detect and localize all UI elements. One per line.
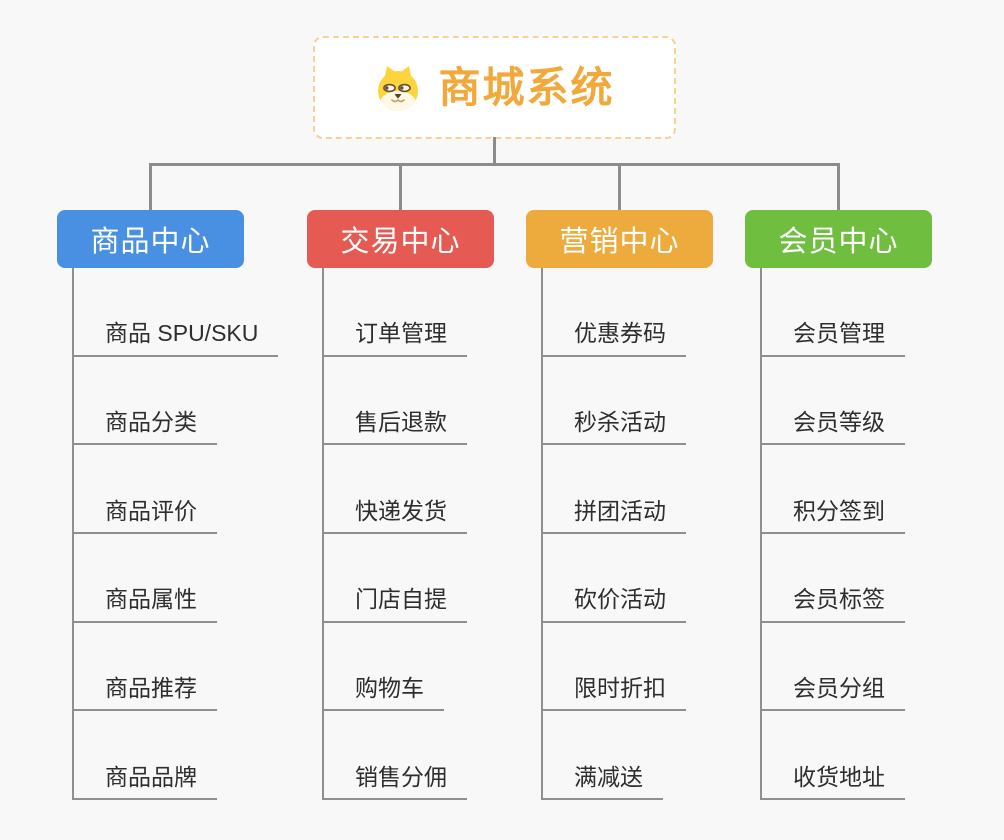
leaf-row: 商品推荐 <box>74 623 244 712</box>
leaf-product-category[interactable]: 商品分类 <box>74 409 217 446</box>
leaf-order-management[interactable]: 订单管理 <box>324 321 467 357</box>
connector-drop-1 <box>149 163 152 210</box>
leaf-member-level[interactable]: 会员等级 <box>762 409 905 446</box>
connector-drop-4 <box>837 163 840 210</box>
leaf-row: 会员等级 <box>762 357 932 446</box>
leaf-row: 满减送 <box>543 711 713 800</box>
leaf-flash-sale[interactable]: 秒杀活动 <box>543 409 686 446</box>
leaf-row: 门店自提 <box>324 534 494 623</box>
branch-trade-center: 交易中心 订单管理 售后退款 快递发货 门店自提 购物车 销售分佣 <box>307 210 494 800</box>
root-node[interactable]: 商城系统 <box>313 36 676 139</box>
branch-header-trade-center[interactable]: 交易中心 <box>307 210 494 268</box>
branch-children-product-center: 商品 SPU/SKU 商品分类 商品评价 商品属性 商品推荐 商品品牌 <box>72 268 279 800</box>
dog-face-icon <box>378 65 419 111</box>
branch-children-marketing-center: 优惠券码 秒杀活动 拼团活动 砍价活动 限时折扣 满减送 <box>541 268 713 800</box>
leaf-row: 会员标签 <box>762 534 932 623</box>
leaf-row: 砍价活动 <box>543 534 713 623</box>
leaf-row: 售后退款 <box>324 357 494 446</box>
leaf-row: 商品评价 <box>74 445 244 534</box>
leaf-product-review[interactable]: 商品评价 <box>74 498 217 534</box>
leaf-member-management[interactable]: 会员管理 <box>762 321 905 357</box>
connector-bus <box>149 163 840 166</box>
leaf-product-spu-sku[interactable]: 商品 SPU/SKU <box>74 321 279 357</box>
leaf-product-recommend[interactable]: 商品推荐 <box>74 675 217 712</box>
leaf-after-sale-refund[interactable]: 售后退款 <box>324 409 467 446</box>
leaf-row: 会员分组 <box>762 623 932 712</box>
root-title: 商城系统 <box>438 63 615 111</box>
leaf-row: 订单管理 <box>324 268 494 357</box>
leaf-bargain-activity[interactable]: 砍价活动 <box>543 587 686 623</box>
leaf-group-buy[interactable]: 拼团活动 <box>543 498 686 534</box>
leaf-row: 商品 SPU/SKU <box>74 268 279 357</box>
connector-drop-2 <box>399 163 402 210</box>
leaf-shopping-cart[interactable]: 购物车 <box>324 675 444 712</box>
connector-drop-3 <box>618 163 621 210</box>
leaf-row: 积分签到 <box>762 445 932 534</box>
leaf-row: 商品品牌 <box>74 711 244 800</box>
branch-product-center: 商品中心 商品 SPU/SKU 商品分类 商品评价 商品属性 商品推荐 商品品牌 <box>57 210 279 800</box>
leaf-row: 优惠券码 <box>543 268 713 357</box>
leaf-row: 销售分佣 <box>324 711 494 800</box>
leaf-sales-commission[interactable]: 销售分佣 <box>324 764 467 800</box>
branch-header-marketing-center[interactable]: 营销中心 <box>526 210 713 268</box>
leaf-row: 秒杀活动 <box>543 357 713 446</box>
leaf-store-pickup[interactable]: 门店自提 <box>324 587 467 623</box>
leaf-shipping-address[interactable]: 收货地址 <box>762 764 905 800</box>
leaf-member-group[interactable]: 会员分组 <box>762 675 905 712</box>
leaf-row: 商品属性 <box>74 534 244 623</box>
leaf-product-attribute[interactable]: 商品属性 <box>74 587 217 623</box>
leaf-full-reduction[interactable]: 满减送 <box>543 764 663 800</box>
leaf-points-checkin[interactable]: 积分签到 <box>762 498 905 534</box>
branch-header-product-center[interactable]: 商品中心 <box>57 210 244 268</box>
leaf-express-delivery[interactable]: 快递发货 <box>324 498 467 534</box>
branch-children-member-center: 会员管理 会员等级 积分签到 会员标签 会员分组 收货地址 <box>760 268 932 800</box>
leaf-row: 购物车 <box>324 623 494 712</box>
leaf-row: 商品分类 <box>74 357 244 446</box>
leaf-row: 收货地址 <box>762 711 932 800</box>
branch-member-center: 会员中心 会员管理 会员等级 积分签到 会员标签 会员分组 收货地址 <box>745 210 932 800</box>
connector-root-stem <box>493 137 496 164</box>
branch-children-trade-center: 订单管理 售后退款 快递发货 门店自提 购物车 销售分佣 <box>322 268 494 800</box>
leaf-row: 限时折扣 <box>543 623 713 712</box>
leaf-row: 会员管理 <box>762 268 932 357</box>
leaf-limited-time-discount[interactable]: 限时折扣 <box>543 675 686 712</box>
leaf-coupon-code[interactable]: 优惠券码 <box>543 321 686 357</box>
leaf-member-tag[interactable]: 会员标签 <box>762 587 905 623</box>
branch-marketing-center: 营销中心 优惠券码 秒杀活动 拼团活动 砍价活动 限时折扣 满减送 <box>526 210 713 800</box>
branch-header-member-center[interactable]: 会员中心 <box>745 210 932 268</box>
leaf-row: 拼团活动 <box>543 445 713 534</box>
leaf-product-brand[interactable]: 商品品牌 <box>74 764 217 800</box>
leaf-row: 快递发货 <box>324 445 494 534</box>
